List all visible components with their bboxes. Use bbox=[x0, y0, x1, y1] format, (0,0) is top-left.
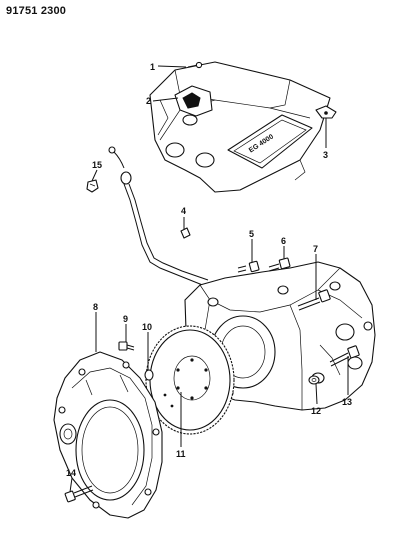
part-14-bolt bbox=[64, 485, 94, 503]
callout-5: 5 bbox=[249, 229, 254, 239]
callout-14: 14 bbox=[66, 468, 76, 478]
callout-numbers: 1 2 3 4 5 6 7 8 9 10 11 12 13 14 15 bbox=[66, 62, 352, 478]
callout-6: 6 bbox=[281, 236, 286, 246]
callout-8: 8 bbox=[93, 302, 98, 312]
callout-12: 12 bbox=[311, 406, 321, 416]
part-11-flywheel bbox=[145, 325, 235, 435]
leader-1 bbox=[157, 65, 187, 68]
part-2-bracket bbox=[174, 85, 213, 117]
callout-11: 11 bbox=[176, 449, 186, 459]
callout-4: 4 bbox=[181, 206, 186, 216]
callout-7: 7 bbox=[313, 244, 318, 254]
part-9-bolt bbox=[118, 341, 135, 351]
intake-manifold: EG 4000 bbox=[149, 61, 331, 193]
part-5-bolt bbox=[237, 260, 260, 273]
part-1-bolt bbox=[187, 61, 203, 69]
part-10-dowel bbox=[144, 369, 154, 381]
callout-3: 3 bbox=[323, 150, 328, 160]
leader-12 bbox=[315, 383, 318, 405]
leader-15 bbox=[91, 169, 98, 182]
callout-1: 1 bbox=[150, 62, 155, 72]
part-3-clip bbox=[315, 105, 337, 119]
part-6-bolt bbox=[268, 257, 291, 272]
callout-9: 9 bbox=[123, 314, 128, 324]
leader-2 bbox=[152, 97, 179, 102]
part-8-housing bbox=[53, 351, 163, 519]
part-4-clip bbox=[180, 227, 191, 239]
callout-10: 10 bbox=[142, 322, 152, 332]
part-13-bolt bbox=[329, 345, 360, 367]
document-number: 91751 2300 bbox=[6, 5, 67, 17]
dipstick-tube bbox=[108, 146, 209, 287]
leader-14 bbox=[69, 477, 73, 493]
leader-lines bbox=[69, 65, 349, 493]
part-12-nut bbox=[308, 375, 320, 385]
callout-13: 13 bbox=[342, 397, 352, 407]
callout-2: 2 bbox=[146, 96, 151, 106]
part-15-clip bbox=[86, 179, 99, 193]
callout-15: 15 bbox=[92, 160, 102, 170]
